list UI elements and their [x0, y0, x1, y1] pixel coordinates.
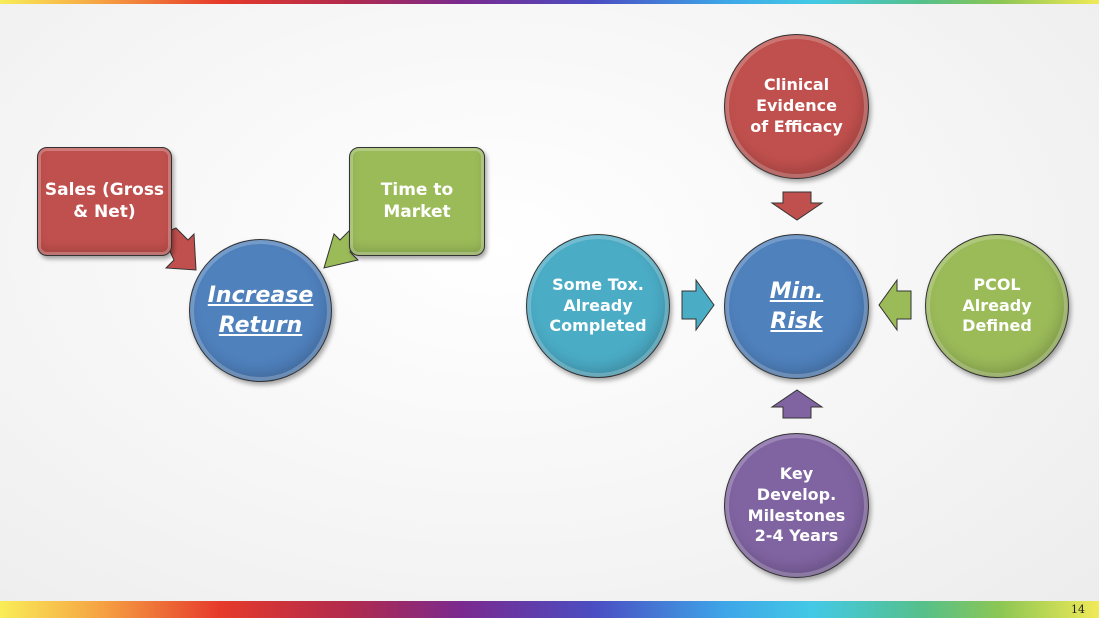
- key-milestones-circle: Key Develop. Milestones 2-4 Years: [724, 433, 869, 578]
- arrow-right-icon: [681, 278, 715, 332]
- clinical-evidence-line3: of Efficacy: [750, 116, 843, 136]
- pcol-line2: Already: [962, 295, 1032, 315]
- increase-return-hub: Increase Return: [189, 239, 332, 382]
- top-rainbow-bar: [0, 0, 1099, 4]
- clinical-evidence-line2: Evidence: [756, 96, 837, 116]
- arrow-left-icon: [878, 278, 912, 332]
- time-to-market-line1: Time to: [380, 180, 454, 201]
- sales-box-line1: Sales (Gross: [44, 180, 165, 201]
- min-risk-hub: Min. Risk: [724, 234, 869, 379]
- time-to-market-box: Time to Market: [349, 147, 485, 256]
- clinical-evidence-circle: Clinical Evidence of Efficacy: [724, 34, 869, 179]
- pcol-circle: PCOL Already Defined: [925, 234, 1069, 378]
- clinical-evidence-line1: Clinical: [763, 75, 830, 95]
- key-milestones-line3: Milestones: [747, 505, 846, 525]
- pcol-line3: Defined: [962, 316, 1032, 336]
- bottom-rainbow-bar: [0, 601, 1099, 618]
- pcol-line1: PCOL: [973, 274, 1021, 294]
- key-milestones-line1: Key: [779, 463, 814, 483]
- increase-return-line2: Return: [218, 312, 303, 338]
- key-milestones-line4: 2-4 Years: [754, 526, 839, 546]
- some-tox-line2: Already: [563, 295, 633, 315]
- min-risk-line1: Min.: [769, 278, 824, 304]
- sales-box-line2: & Net): [73, 201, 136, 222]
- some-tox-circle: Some Tox. Already Completed: [526, 234, 670, 378]
- arrow-up-icon: [770, 389, 824, 419]
- some-tox-line1: Some Tox.: [552, 274, 644, 294]
- arrow-down-icon: [770, 191, 824, 221]
- sales-box: Sales (Gross & Net): [37, 147, 172, 256]
- some-tox-line3: Completed: [549, 316, 647, 336]
- key-milestones-line2: Develop.: [756, 484, 837, 504]
- time-to-market-line2: Market: [383, 201, 451, 222]
- increase-return-line1: Increase: [207, 282, 314, 308]
- page-number: 14: [1071, 603, 1085, 616]
- min-risk-line2: Risk: [770, 308, 823, 334]
